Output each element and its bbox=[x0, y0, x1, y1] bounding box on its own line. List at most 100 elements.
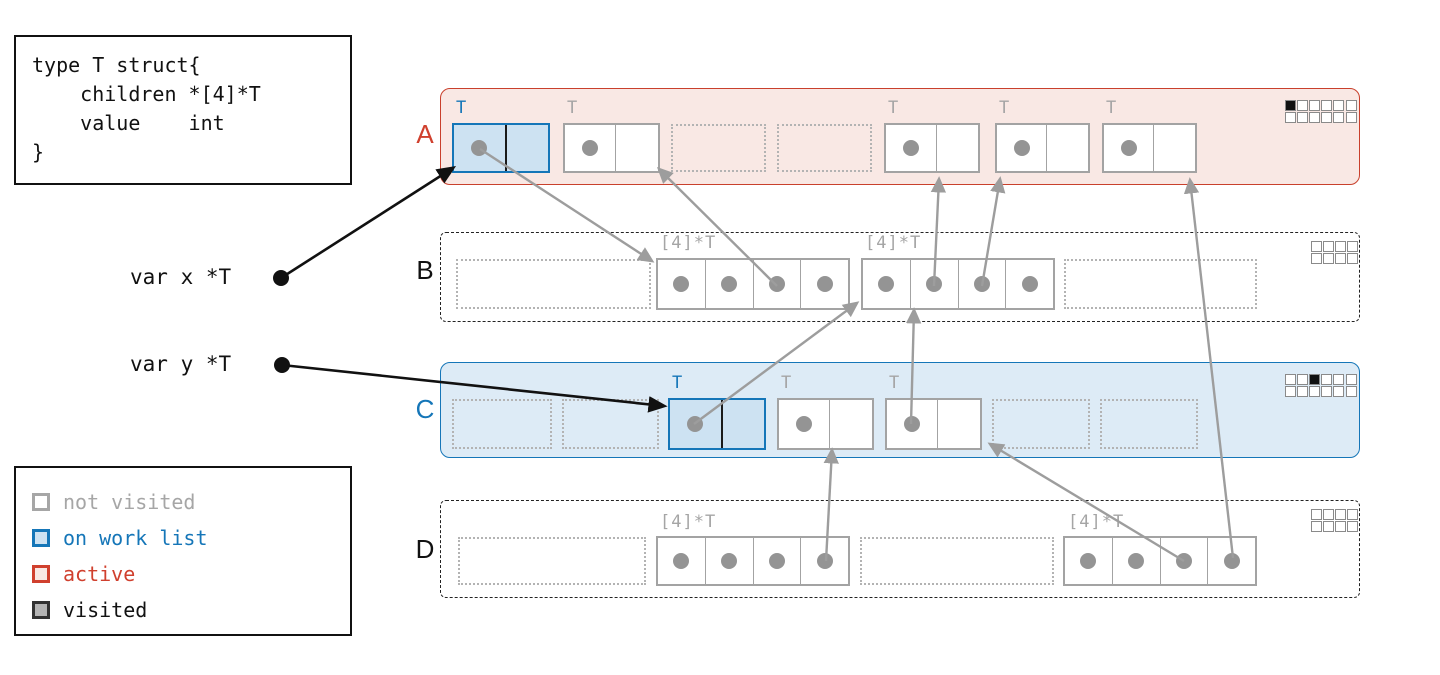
region-A-free-slot bbox=[671, 124, 766, 172]
bitmap-cell bbox=[1308, 373, 1320, 385]
pointer-slot bbox=[1113, 538, 1161, 584]
legend-item-active: active bbox=[32, 556, 350, 592]
bitmap-cell bbox=[1333, 373, 1345, 385]
legend-item-on-work-list: on work list bbox=[32, 520, 350, 556]
pointer-dot bbox=[816, 276, 833, 292]
bitmap-cell bbox=[1321, 373, 1333, 385]
region-D-allocation-bitmap-icon bbox=[1310, 508, 1359, 532]
bitmap-cell bbox=[1321, 385, 1333, 397]
region-A-T-object bbox=[995, 123, 1090, 173]
pointer-dot bbox=[768, 276, 785, 292]
bitmap-cell bbox=[1347, 252, 1359, 264]
legend-label: not visited bbox=[63, 490, 196, 514]
pointer-dot bbox=[902, 140, 919, 156]
pointer-slot bbox=[959, 260, 1007, 308]
bitmap-cell bbox=[1347, 520, 1359, 532]
pointer-slot bbox=[616, 125, 658, 171]
pointer-slot bbox=[801, 260, 848, 308]
pointer-slot bbox=[863, 260, 911, 308]
pointer-slot bbox=[706, 538, 754, 584]
variable-pointer-dot bbox=[274, 357, 290, 373]
pointer-dot bbox=[1175, 553, 1192, 569]
pointer-dot bbox=[673, 276, 690, 292]
region-C-free-slot bbox=[452, 399, 552, 449]
pointer-dot bbox=[768, 553, 785, 569]
bitmap-cell bbox=[1310, 240, 1322, 252]
object-type-label: [4]*T bbox=[660, 233, 717, 253]
bitmap-cell bbox=[1310, 520, 1322, 532]
pointer-slot bbox=[754, 538, 802, 584]
pointer-slot bbox=[801, 538, 848, 584]
bitmap-cell bbox=[1296, 385, 1308, 397]
pointer-slot bbox=[997, 125, 1048, 171]
pointer-slot bbox=[886, 125, 937, 171]
variable-pointer-dot bbox=[273, 270, 289, 286]
heap-region-B-label: B bbox=[416, 255, 434, 285]
bitmap-cell bbox=[1321, 99, 1333, 111]
pointer-slot bbox=[911, 260, 959, 308]
pointer-slot bbox=[706, 260, 754, 308]
pointer-dot bbox=[1223, 553, 1240, 569]
legend-label: on work list bbox=[63, 526, 208, 550]
pointer-dot bbox=[816, 553, 833, 569]
bitmap-cell bbox=[1322, 240, 1334, 252]
bitmap-cell bbox=[1284, 385, 1296, 397]
heap-region-A-label: A bbox=[416, 119, 434, 149]
bitmap-row bbox=[1310, 252, 1359, 264]
variable-declaration: var y *T bbox=[130, 352, 232, 376]
bitmap-cell bbox=[1334, 520, 1346, 532]
region-C-T-object-on-worklist bbox=[668, 398, 766, 450]
pointer-slot bbox=[830, 400, 872, 448]
pointer-slot bbox=[507, 125, 548, 171]
bitmap-row bbox=[1310, 520, 1359, 532]
type-definition-code: type T struct{ children *[4]*T value int… bbox=[32, 53, 261, 164]
pointer-slot bbox=[1065, 538, 1113, 584]
pointer-slot bbox=[454, 125, 507, 171]
bitmap-cell bbox=[1345, 373, 1357, 385]
pointer-slot bbox=[887, 400, 939, 448]
bitmap-cell bbox=[1334, 240, 1346, 252]
pointer-slot bbox=[937, 125, 978, 171]
region-C-free-slot bbox=[562, 399, 659, 449]
pointer-dot bbox=[471, 140, 488, 156]
pointer-slot bbox=[779, 400, 831, 448]
pointer-dot bbox=[721, 553, 738, 569]
object-type-label: T bbox=[889, 373, 901, 393]
object-type-label: [4]*T bbox=[865, 233, 922, 253]
region-D-array-object bbox=[656, 536, 850, 586]
legend-label: visited bbox=[63, 598, 148, 622]
region-B-allocation-bitmap-icon bbox=[1310, 240, 1359, 264]
pointer-slot bbox=[1104, 125, 1155, 171]
bitmap-cell bbox=[1284, 111, 1296, 123]
region-A-T-object-on-worklist bbox=[452, 123, 550, 173]
bitmap-row bbox=[1310, 508, 1359, 520]
heap-region-C-label: C bbox=[415, 394, 435, 424]
bitmap-row bbox=[1284, 373, 1357, 385]
bitmap-cell bbox=[1284, 373, 1296, 385]
pointer-dot bbox=[1120, 140, 1137, 156]
object-type-label: T bbox=[1106, 98, 1118, 118]
object-type-label: [4]*T bbox=[660, 512, 717, 532]
pointer-dot bbox=[673, 553, 690, 569]
region-C-free-slot bbox=[992, 399, 1090, 449]
bitmap-cell bbox=[1333, 111, 1345, 123]
pointer-slot bbox=[938, 400, 980, 448]
region-C-allocation-bitmap-icon bbox=[1284, 373, 1357, 397]
pointer-dot bbox=[904, 416, 921, 432]
object-type-label: T bbox=[999, 98, 1011, 118]
object-type-label: T bbox=[781, 373, 793, 393]
region-A-free-slot bbox=[777, 124, 872, 172]
bitmap-cell bbox=[1284, 99, 1296, 111]
pointer-dot bbox=[687, 416, 704, 432]
bitmap-cell bbox=[1296, 99, 1308, 111]
pointer-dot bbox=[1021, 276, 1038, 292]
region-B-free-slot bbox=[1064, 259, 1257, 309]
pointer-slot bbox=[1047, 125, 1088, 171]
object-type-label: [4]*T bbox=[1068, 512, 1125, 532]
legend-swatch-not-visited bbox=[32, 493, 50, 511]
region-A-T-object bbox=[563, 123, 660, 173]
legend-item-not-visited: not visited bbox=[32, 484, 350, 520]
bitmap-cell bbox=[1345, 99, 1357, 111]
pointer-slot bbox=[1154, 125, 1195, 171]
bitmap-cell bbox=[1296, 111, 1308, 123]
